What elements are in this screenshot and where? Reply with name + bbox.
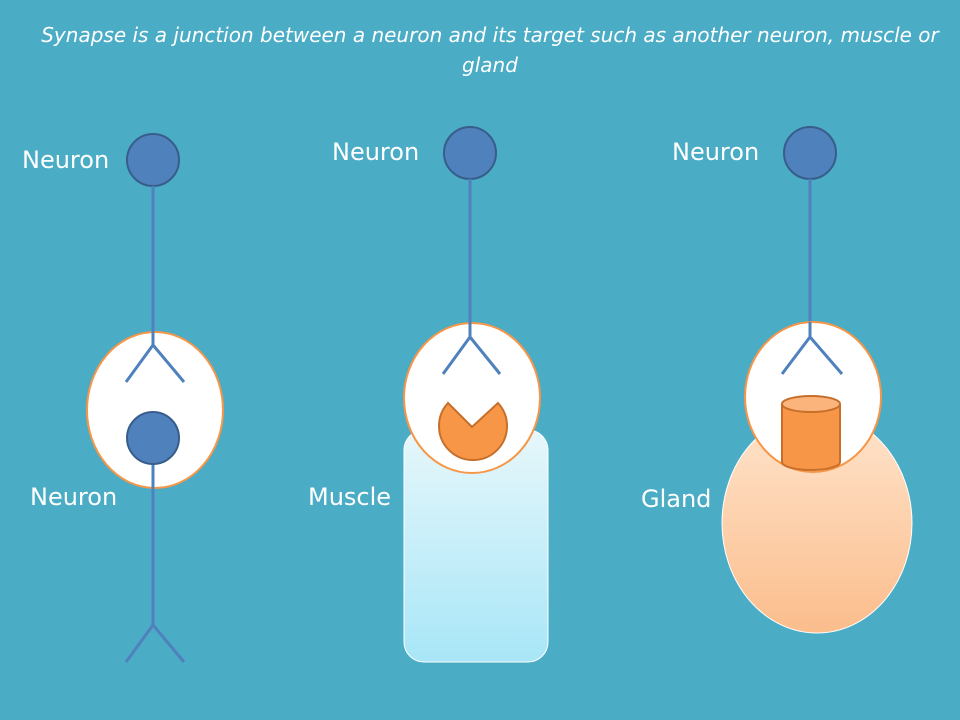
neuron-to-neuron-synapse [86, 133, 224, 663]
muscle-receptor [438, 401, 508, 461]
presynaptic-neuron-body [126, 133, 180, 187]
postsynaptic-neuron-body [126, 411, 180, 465]
label-neuron-left-bottom: Neuron [30, 483, 118, 511]
motor-axon-terminal [441, 322, 502, 375]
label-neuron-right-top: Neuron [672, 138, 760, 166]
gland-axon-terminal [780, 322, 844, 375]
label-neuron-left-top: Neuron [22, 146, 110, 174]
label-gland: Gland [641, 485, 712, 513]
motor-neuron-body [443, 126, 497, 180]
axon-terminal [124, 330, 186, 383]
gland-neuron-body [783, 126, 837, 180]
label-neuron-middle-top: Neuron [332, 138, 420, 166]
synapse-region [86, 331, 224, 489]
postsynaptic-terminal [124, 624, 186, 663]
label-muscle: Muscle [308, 483, 392, 511]
gland-receptor [781, 395, 841, 471]
slide-caption: Synapse is a junction between a neuron a… [41, 23, 939, 77]
neuron-to-muscle-synapse [403, 126, 549, 663]
neuron-to-gland-synapse [721, 126, 913, 634]
